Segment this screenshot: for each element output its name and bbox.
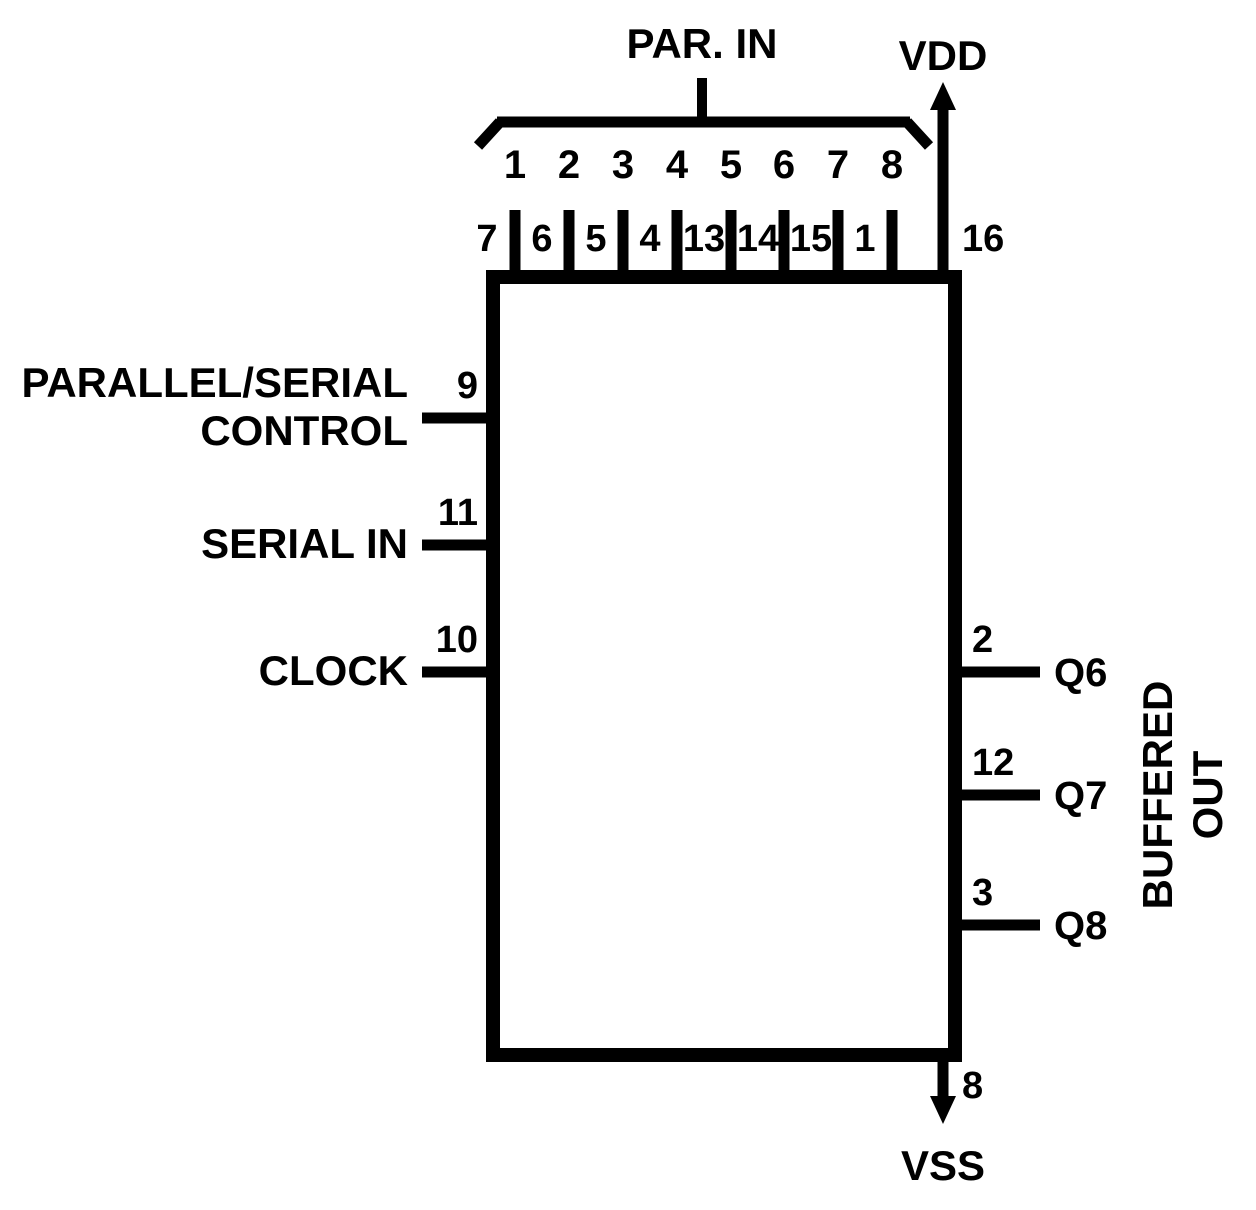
right-pin-number-3: 3 — [972, 872, 993, 914]
bus-index-6: 6 — [773, 143, 795, 187]
bus-index-1: 1 — [504, 143, 526, 187]
left-pin-label-serial-in: SERIAL IN — [201, 520, 408, 567]
bus-index-4: 4 — [666, 143, 689, 187]
left-pin-number-10: 10 — [436, 619, 478, 661]
parallel-input-bracket-left-tip — [473, 118, 505, 150]
left-pin-number-11: 11 — [438, 492, 478, 534]
right-pin-number-2: 2 — [972, 619, 993, 661]
left-pin-number-9: 9 — [457, 365, 478, 407]
buffered-out-group-label-line1: BUFFERED — [1134, 681, 1181, 910]
vss-pin-number: 8 — [962, 1065, 983, 1107]
top-pin-number-7: 7 — [476, 218, 497, 260]
left-pin-label-parallel-serial-control-line2: CONTROL — [200, 407, 408, 454]
top-pin-number-14: 14 — [737, 218, 779, 260]
right-pin-label-q7: Q7 — [1054, 774, 1107, 818]
vdd-pin-number: 16 — [962, 218, 1004, 260]
bus-index-8: 8 — [881, 143, 903, 187]
buffered-out-group-label-line2: OUT — [1184, 750, 1231, 839]
top-pin-number-6: 6 — [531, 218, 552, 260]
bus-index-2: 2 — [558, 143, 580, 187]
right-pin-label-q8: Q8 — [1054, 904, 1107, 948]
parallel-input-group-label: PAR. IN — [627, 20, 778, 67]
bus-index-7: 7 — [827, 143, 849, 187]
chip-body — [486, 270, 962, 1062]
top-pin-number-1: 1 — [854, 218, 875, 260]
top-pin-number-5: 5 — [585, 218, 606, 260]
right-pin-number-12: 12 — [972, 742, 1014, 784]
left-pin-label-clock: CLOCK — [259, 647, 408, 694]
left-pin-label-parallel-serial-control-line1: PARALLEL/SERIAL — [21, 359, 408, 406]
parallel-input-bracket-right-tip — [902, 118, 934, 150]
top-pin-number-4: 4 — [639, 218, 660, 260]
bus-index-3: 3 — [612, 143, 634, 187]
bus-index-5: 5 — [720, 143, 742, 187]
right-pin-label-q6: Q6 — [1054, 651, 1107, 695]
top-pin-number-15: 15 — [790, 218, 832, 260]
vss-label: VSS — [901, 1142, 985, 1189]
vss-arrow-icon — [930, 1096, 956, 1124]
vdd-arrow-icon — [930, 82, 956, 110]
top-pin-number-13: 13 — [683, 218, 725, 260]
vdd-label: VDD — [899, 32, 988, 79]
